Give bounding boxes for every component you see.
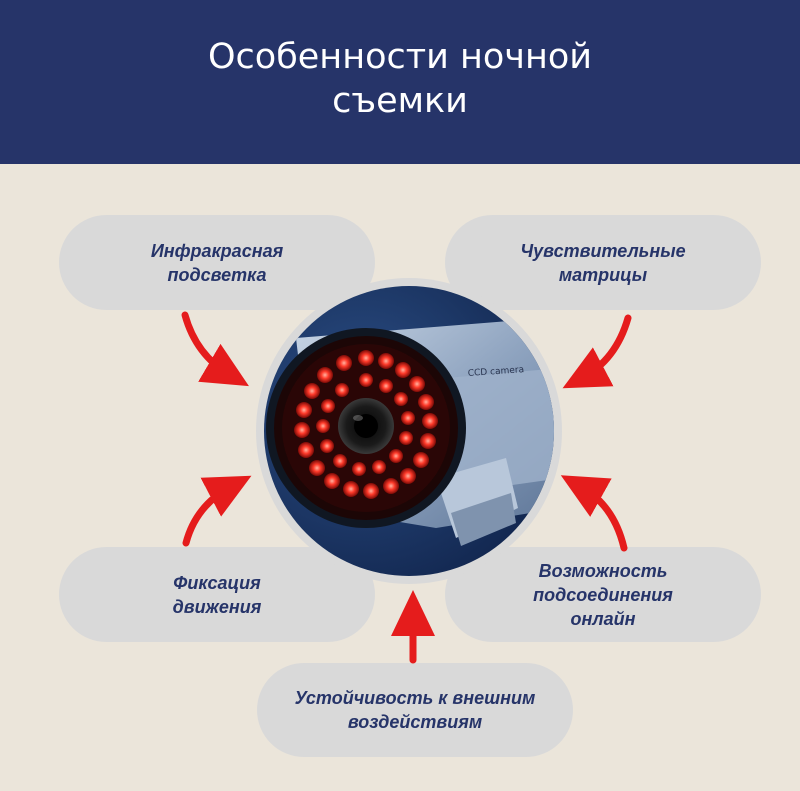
feature-infrared-label: Инфракрасная подсветка	[150, 240, 284, 285]
header-banner: Особенности ночной съемки	[0, 0, 800, 164]
feature-online-label: Возможность подсоединения онлайн	[533, 560, 673, 629]
camera-housing-label: CCD camera	[468, 365, 525, 379]
feature-online-pill: Возможность подсоединения онлайн	[445, 547, 761, 642]
feature-sensors-label: Чувствительные матрицы	[520, 240, 686, 285]
feature-resistance-label: Устойчивость к внешним воздействиям	[294, 688, 536, 732]
feature-resistance-pill: Устойчивость к внешним воздействиям	[257, 663, 573, 757]
camera-image: CCD camera	[256, 278, 562, 584]
arrow-online	[560, 475, 628, 552]
feature-motion-label: Фиксация движения	[172, 572, 262, 617]
arrow-sensors	[562, 314, 632, 389]
feature-infrared-pill: Инфракрасная подсветка	[59, 215, 375, 310]
ir-leds	[294, 350, 438, 499]
feature-motion-pill: Фиксация движения	[59, 547, 375, 642]
arrow-motion	[182, 475, 252, 547]
arrow-infrared	[181, 311, 249, 387]
page-title: Особенности ночной съемки	[207, 37, 593, 121]
feature-sensors-pill: Чувствительные матрицы	[445, 215, 761, 310]
